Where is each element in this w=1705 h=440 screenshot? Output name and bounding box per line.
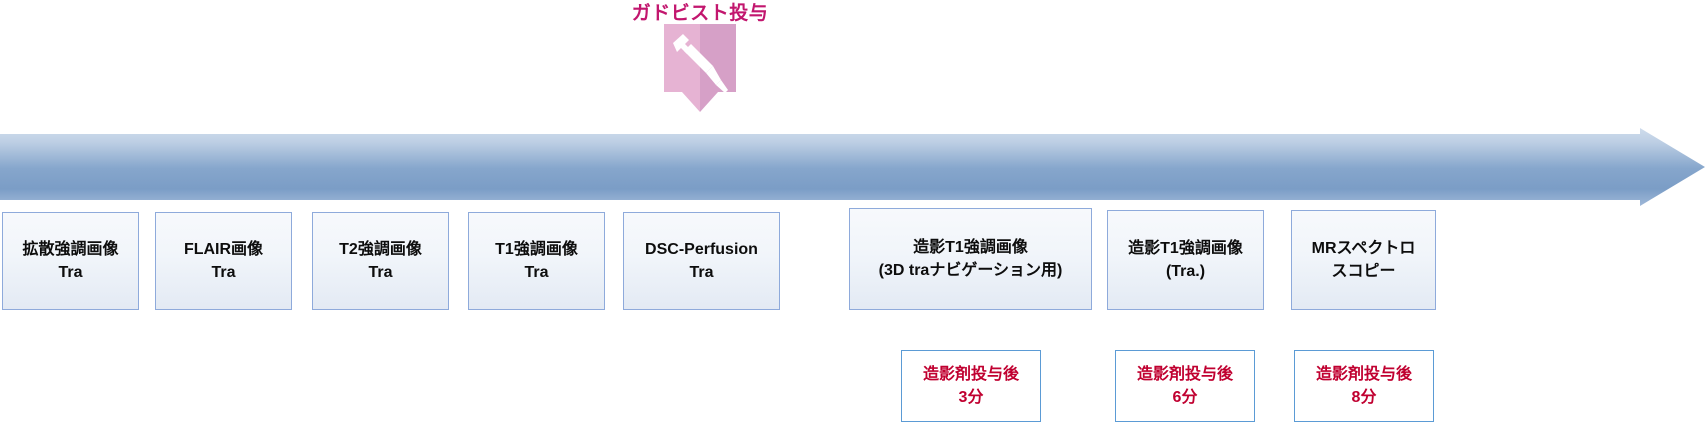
protocol-box-line1: T1強調画像 — [495, 240, 578, 258]
protocol-box-line2: スコピー — [1331, 263, 1396, 280]
protocol-box-line2: Tra — [524, 264, 549, 281]
protocol-box-line1: FLAIR画像 — [183, 240, 264, 258]
protocol-box-dsc-perfusion[interactable]: DSC-Perfusion Tra — [623, 212, 780, 310]
protocol-box-line1: T2強調画像 — [339, 240, 422, 258]
protocol-box-line2: (3D traナビゲーション用) — [878, 262, 1063, 279]
timing-box-post-contrast-8min[interactable]: 造影剤投与後 8分 — [1294, 350, 1434, 422]
protocol-box-line1: MRスペクトロ — [1311, 239, 1416, 257]
protocol-box-t1-weighted[interactable]: T1強調画像 Tra — [468, 212, 605, 310]
syringe-icon — [673, 34, 728, 93]
gadovist-marker — [664, 24, 736, 112]
protocol-box-line1: DSC-Perfusion — [645, 240, 758, 258]
gadovist-administration-label: ガドビスト投与 — [631, 3, 769, 24]
shield-icon — [664, 24, 736, 112]
protocol-box-line2: Tra — [211, 264, 236, 281]
timing-box-line1: 造影剤投与後 — [922, 365, 1019, 383]
timing-box-line1: 造影剤投与後 — [1315, 365, 1412, 383]
timing-box-line2: 8分 — [1351, 389, 1377, 406]
protocol-box-t2-weighted[interactable]: T2強調画像 Tra — [312, 212, 449, 310]
protocol-box-diffusion-weighted[interactable]: 拡散強調画像 Tra — [2, 212, 139, 310]
timing-box-post-contrast-3min[interactable]: 造影剤投与後 3分 — [901, 350, 1041, 422]
timing-box-line2: 3分 — [958, 389, 984, 406]
timing-box-line1: 造影剤投与後 — [1136, 365, 1233, 383]
timing-box-post-contrast-6min[interactable]: 造影剤投与後 6分 — [1115, 350, 1255, 422]
protocol-box-line1: 造影T1強調画像 — [1128, 239, 1243, 257]
protocol-box-line1: 造影T1強調画像 — [913, 238, 1028, 256]
protocol-box-line2: Tra — [368, 264, 393, 281]
protocol-box-line1: 拡散強調画像 — [22, 240, 119, 258]
protocol-box-contrast-t1-tra[interactable]: 造影T1強調画像 (Tra.) — [1107, 210, 1264, 310]
protocol-box-mr-spectroscopy[interactable]: MRスペクトロ スコピー — [1291, 210, 1436, 310]
protocol-box-line2: (Tra.) — [1165, 263, 1206, 280]
protocol-box-line2: Tra — [689, 264, 714, 281]
protocol-box-contrast-t1-3d-nav[interactable]: 造影T1強調画像 (3D traナビゲーション用) — [849, 208, 1092, 310]
protocol-box-flair[interactable]: FLAIR画像 Tra — [155, 212, 292, 310]
protocol-box-line2: Tra — [58, 264, 83, 281]
timing-box-line2: 6分 — [1172, 389, 1198, 406]
timeline-arrow — [0, 128, 1705, 206]
